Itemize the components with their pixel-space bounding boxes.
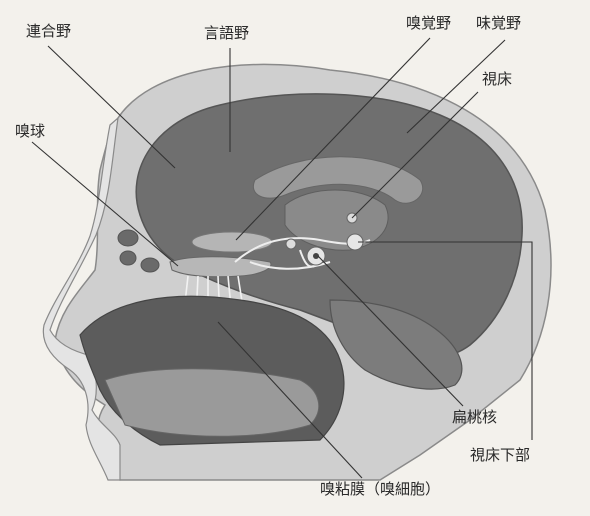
label-association-area: 連合野: [26, 24, 71, 39]
label-thalamus: 視床: [482, 72, 512, 87]
oral-tissue: [105, 369, 319, 437]
label-olfactory-area: 嗅覚野: [406, 16, 451, 31]
label-hypothalamus: 視床下部: [470, 448, 530, 463]
label-gustatory-area: 味覚野: [476, 16, 521, 31]
label-olfactory-bulb: 嗅球: [15, 124, 45, 139]
label-language-area: 言語野: [204, 26, 249, 41]
olfactory-bulb-shape: [170, 257, 271, 277]
label-olfactory-mucosa: 嗅粘膜（嗅細胞）: [320, 482, 440, 497]
label-amygdala: 扁桃核: [452, 410, 497, 425]
olfactory-cortex: [192, 232, 272, 252]
